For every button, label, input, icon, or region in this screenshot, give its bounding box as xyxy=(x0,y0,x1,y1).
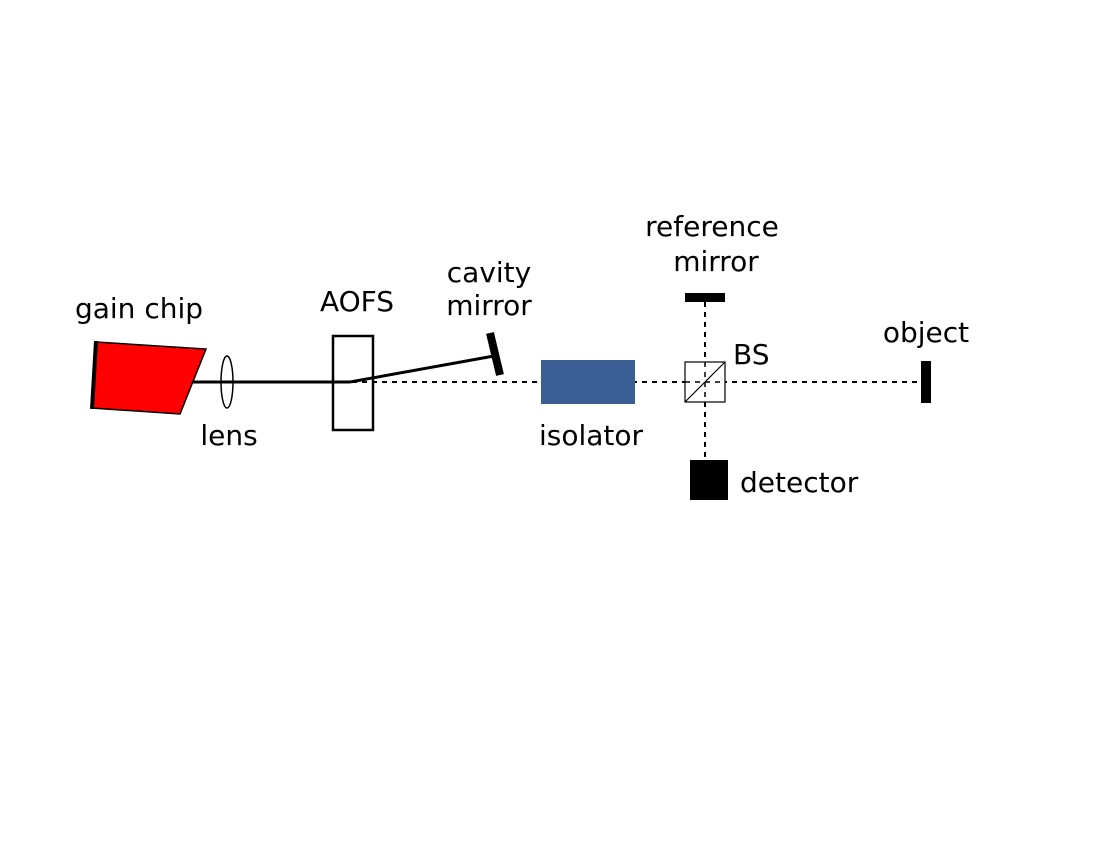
diffracted-beam xyxy=(349,354,495,384)
isolator xyxy=(541,360,635,404)
cavity-mirror-label-line1: cavity xyxy=(447,256,531,289)
cavity-mirror-label-line2: mirror xyxy=(446,289,532,322)
gain-chip-label: gain chip xyxy=(75,292,203,325)
detector xyxy=(690,460,728,500)
lens xyxy=(220,355,234,409)
lens-label: lens xyxy=(200,419,257,452)
gain-chip-facet xyxy=(90,340,98,410)
detector-label: detector xyxy=(740,466,859,499)
object-label: object xyxy=(883,316,969,349)
reference-mirror-label-line1: reference xyxy=(645,210,779,243)
object xyxy=(921,361,931,403)
reference-mirror-label-line2: mirror xyxy=(673,245,759,278)
isolator-label: isolator xyxy=(539,419,644,452)
aofs xyxy=(331,334,375,432)
cavity-mirror xyxy=(486,332,504,376)
bs-label: BS xyxy=(733,338,770,371)
aofs-label: AOFS xyxy=(320,285,394,318)
gain-chip xyxy=(91,341,208,415)
reference-mirror xyxy=(685,293,725,302)
